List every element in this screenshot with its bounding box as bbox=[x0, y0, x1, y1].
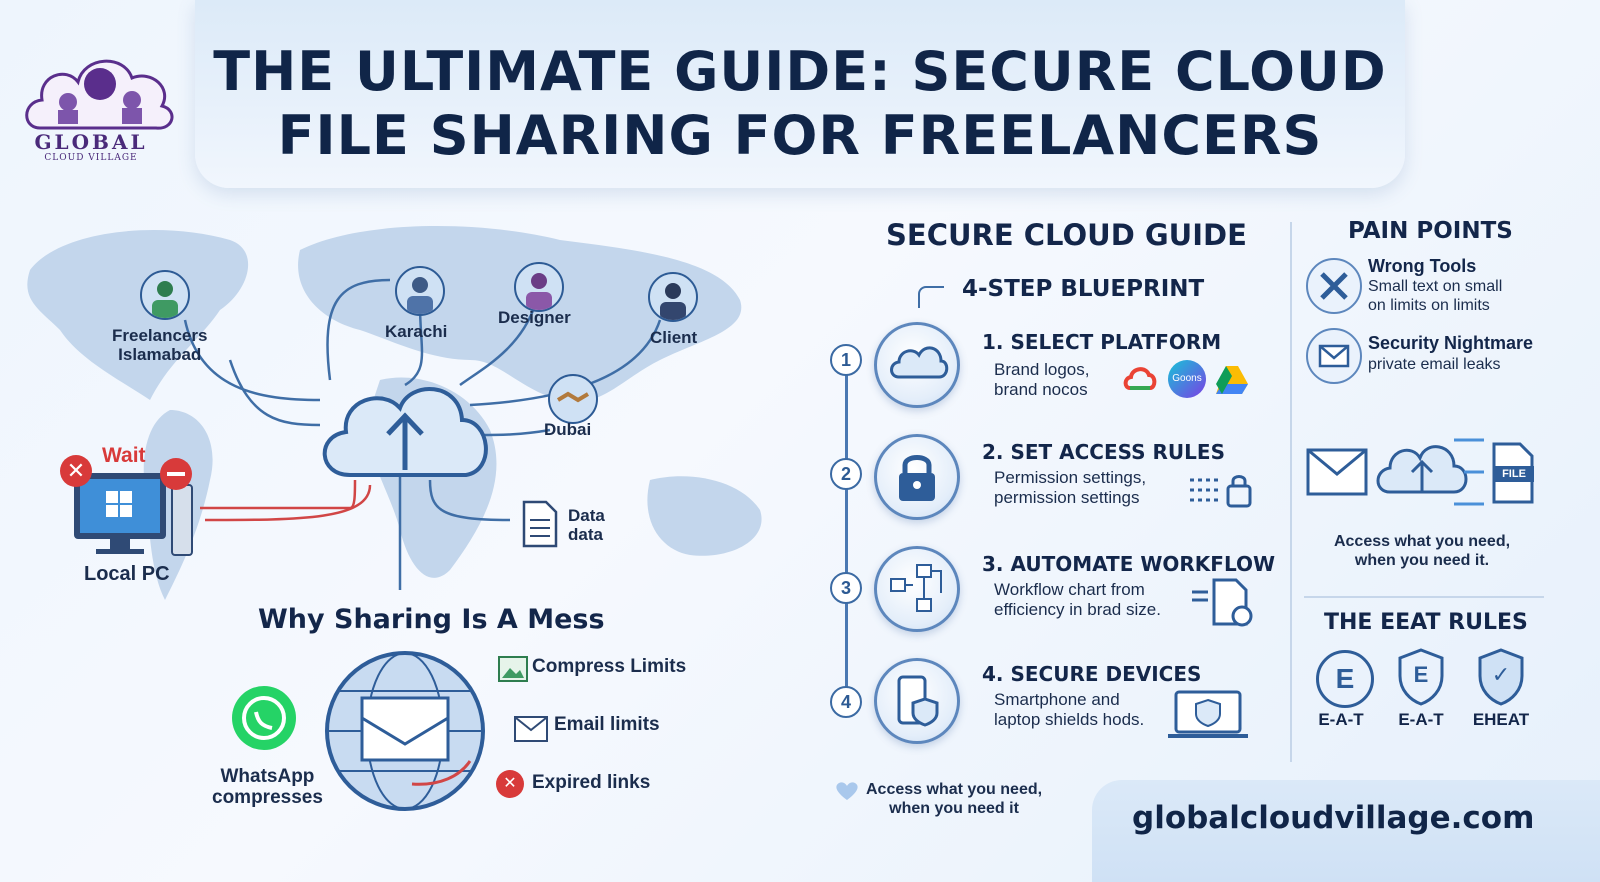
guide-footer-note: Access what you need, when you need it bbox=[866, 781, 1043, 817]
guide-subtitle: 4-STEP BLUEPRINT bbox=[962, 276, 1205, 302]
eeat-badge-1: E bbox=[1316, 650, 1374, 708]
flow-caption: Access what you need, when you need it. bbox=[1333, 533, 1511, 569]
pain-points-title: PAIN POINTS bbox=[1348, 218, 1513, 244]
eeat-title: THE EEAT RULES bbox=[1324, 610, 1528, 635]
step-2-title: 2. SET ACCESS RULES bbox=[982, 440, 1225, 464]
step-3-title: 3. AUTOMATE WORKFLOW bbox=[982, 552, 1276, 576]
page-title-line1: THE ULTIMATE GUIDE: SECURE CLOUD bbox=[213, 40, 1387, 103]
whatsapp-label: WhatsApp compresses bbox=[212, 766, 323, 808]
step-number-3: 3 bbox=[830, 572, 862, 604]
envelope-icon bbox=[1306, 328, 1362, 384]
page-title-line2: FILE SHARING FOR FREELANCERS bbox=[277, 104, 1323, 167]
designer-avatar-icon bbox=[514, 262, 564, 312]
pain-1-title: Wrong Tools bbox=[1368, 256, 1477, 276]
logo-cloud-icon bbox=[25, 59, 174, 130]
local-pc-icon bbox=[60, 455, 200, 565]
subtitle-arrow-icon bbox=[918, 286, 944, 308]
site-url-link[interactable]: globalcloudvillage.com bbox=[1132, 800, 1535, 836]
pain-1-desc: Small text on small on limits on limits bbox=[1368, 278, 1503, 314]
eeat-label-2: E-A-T bbox=[1398, 710, 1444, 729]
eeat-label-3: EHEAT bbox=[1472, 710, 1530, 729]
freelancer-avatar-icon bbox=[140, 270, 190, 320]
step-2-desc: Permission settings, permission settings bbox=[994, 468, 1147, 507]
mess-item-email: Email limits bbox=[554, 714, 660, 735]
mess-item-compress: Compress Limits bbox=[532, 656, 687, 677]
eeat-badge-3-letter: ✓ bbox=[1491, 662, 1511, 687]
node-designer-label: Designer bbox=[498, 308, 571, 327]
cloud-upload-icon bbox=[310, 370, 500, 490]
x-circle-icon: ✕ bbox=[496, 770, 524, 798]
step-number-4: 4 bbox=[830, 686, 862, 718]
node-freelancers-islamabad-label: Freelancers Islamabad bbox=[112, 326, 207, 364]
data-label: Data data bbox=[568, 506, 605, 544]
eeat-label-1: E-A-T bbox=[1318, 710, 1364, 729]
client-avatar-icon bbox=[648, 272, 698, 322]
cloud-icon bbox=[874, 322, 960, 408]
canva-logo-badge: Goons bbox=[1168, 360, 1206, 398]
pain-2-desc: private email leaks bbox=[1368, 356, 1501, 373]
eeat-badge-2-letter: E bbox=[1413, 662, 1429, 687]
logo-name: GLOBAL bbox=[34, 130, 148, 154]
footer-url-box[interactable]: globalcloudvillage.com bbox=[1092, 780, 1600, 882]
globe-envelope-icon bbox=[320, 646, 490, 816]
heart-icon bbox=[834, 780, 860, 802]
pain-2-title: Security Nightmare bbox=[1368, 333, 1534, 353]
image-icon bbox=[498, 656, 528, 682]
node-dubai-label: Dubai bbox=[544, 420, 592, 439]
tools-icon bbox=[1306, 258, 1362, 314]
step-4-title: 4. SECURE DEVICES bbox=[982, 662, 1202, 686]
step-1-title: 1. SELECT PLATFORM bbox=[982, 330, 1222, 354]
phone-shield-icon bbox=[874, 658, 960, 744]
logo[interactable] bbox=[20, 40, 180, 170]
node-client-label: Client bbox=[650, 328, 698, 347]
laptop-shield-icon bbox=[1166, 688, 1250, 744]
blocked-icon bbox=[160, 458, 192, 490]
step-number-2: 2 bbox=[830, 458, 862, 490]
whatsapp-icon bbox=[232, 686, 296, 750]
local-pc-label: Local PC bbox=[84, 563, 170, 585]
step-3-desc: Workflow chart from efficiency in brad s… bbox=[994, 580, 1161, 619]
column-divider bbox=[1290, 222, 1292, 762]
handshake-icon bbox=[548, 374, 598, 424]
step-number-1: 1 bbox=[830, 344, 862, 376]
flowchart-icon bbox=[874, 546, 960, 632]
logo-tagline: CLOUD VILLAGE bbox=[44, 153, 138, 163]
shield-e-icon: E bbox=[1396, 648, 1446, 706]
step-4-desc: Smartphone and laptop shields hods. bbox=[994, 690, 1145, 729]
node-freelancers-label: Freelancers Islamabad bbox=[112, 326, 208, 364]
google-cloud-logo-icon bbox=[1122, 362, 1158, 398]
permission-settings-icon bbox=[1188, 472, 1254, 508]
google-drive-logo-icon bbox=[1214, 362, 1250, 398]
document-icon bbox=[522, 500, 558, 548]
person-avatar-icon bbox=[395, 266, 445, 316]
timeline-line bbox=[845, 360, 848, 700]
wait-label: Wait bbox=[102, 444, 146, 467]
mess-section-title: Why Sharing Is A Mess bbox=[258, 604, 605, 635]
step-1-desc: Brand logos, brand nocos bbox=[994, 360, 1090, 399]
padlock-icon bbox=[874, 434, 960, 520]
section-divider bbox=[1304, 596, 1544, 598]
node-karachi-label: Karachi bbox=[385, 322, 448, 341]
document-alert-icon bbox=[1190, 578, 1256, 628]
guide-title: SECURE CLOUD GUIDE bbox=[886, 218, 1247, 252]
header-banner: THE ULTIMATE GUIDE: SECURE CLOUD FILE SH… bbox=[195, 0, 1405, 188]
envelope-icon bbox=[514, 716, 548, 742]
shield-check-icon: ✓ bbox=[1476, 648, 1526, 706]
file-label-badge: FILE bbox=[1494, 466, 1534, 482]
mess-item-expired: Expired links bbox=[532, 772, 651, 793]
error-x-icon: ✕ bbox=[60, 455, 92, 487]
